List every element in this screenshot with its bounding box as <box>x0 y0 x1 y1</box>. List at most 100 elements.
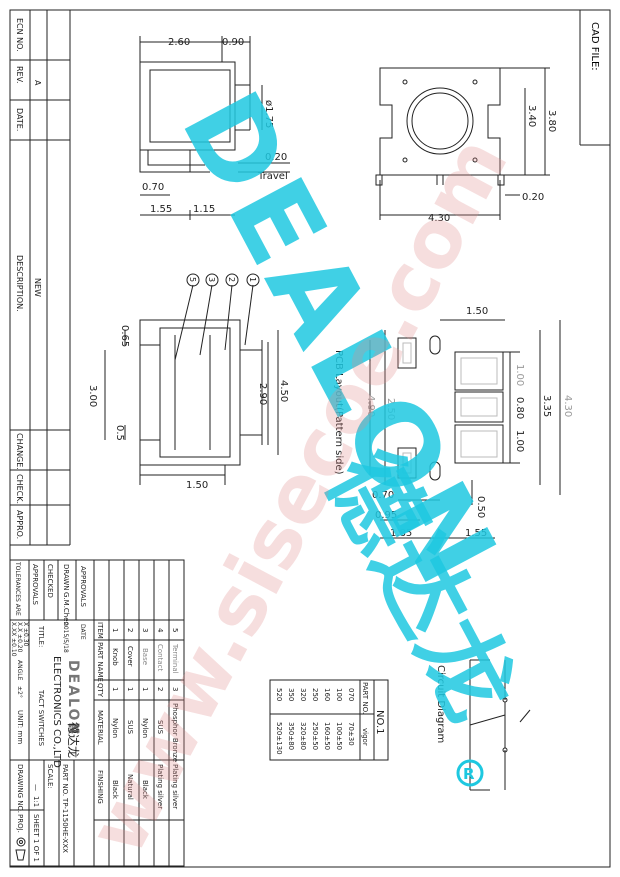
callout-circle-2 <box>225 273 239 287</box>
vigor-row-part: 320 <box>299 688 307 701</box>
pcb-dim-1-55: 1.55 <box>465 528 487 539</box>
bom-row-item: 1 <box>111 628 119 632</box>
callouts: 5 3 2 1 <box>186 273 260 287</box>
company-logo: DEALON 德达龙 ELECTRONICS CO.,LTD <box>51 656 81 768</box>
vigor-row-part: 100 <box>335 688 343 701</box>
bom-header-name: PART NAME <box>96 642 104 682</box>
bom-row-item: 4 <box>156 628 164 633</box>
date-label: DATE <box>79 624 86 640</box>
pcb-dim-1-50: 1.50 <box>466 306 488 317</box>
vigor-row-value: 70±30 <box>347 722 355 746</box>
bom-row-name: Knob <box>111 648 119 666</box>
rev-label: REV. <box>15 66 24 84</box>
bom-row-material: SUS <box>126 720 134 735</box>
bom-row-name: Contact <box>156 644 164 671</box>
callout-3: 3 <box>207 277 216 282</box>
pcb-dim-4-30: 4.30 <box>562 395 573 417</box>
bom-row-qty: 3 <box>171 687 179 691</box>
dim-4-50: 4.50 <box>278 380 289 402</box>
vigor-row-part: 070 <box>347 688 355 701</box>
drawn-by: G.M.Chen <box>62 592 70 626</box>
vigor-row-part: 520 <box>275 688 283 701</box>
travel-label: Travel <box>257 171 288 182</box>
tolerance-row: X ±0.30 <box>22 622 29 647</box>
bom-header-qty: QTY <box>96 683 104 698</box>
drawing-no-value: — <box>32 784 40 791</box>
bom-row-qty: 1 <box>126 687 134 691</box>
bom-row-finish: Natural <box>126 774 134 800</box>
projection-symbol <box>15 837 26 861</box>
dim-1-15: 1.15 <box>193 204 215 215</box>
vigor-row-part: 350 <box>287 688 295 701</box>
vigor-row-value: 320±80 <box>299 722 307 750</box>
change-label: CHANGE. <box>15 433 24 470</box>
angle-value: ±2° <box>16 686 23 698</box>
callout-circle-5 <box>186 273 200 287</box>
dim-1-50: 1.50 <box>186 480 208 491</box>
appro-label: APPRO. <box>15 510 24 539</box>
pcb-layout-title: PCB Layout(Pattern side) <box>333 350 344 475</box>
vigor-header-vigor: vigor <box>361 728 369 746</box>
dim-0-20-front: 0.20 <box>522 192 544 203</box>
cad-file-box: CAD FILE: <box>579 10 610 146</box>
pcb-dim-4-90: 4.90 <box>365 395 376 417</box>
side-view <box>104 284 279 485</box>
callout-1: 1 <box>248 277 257 282</box>
vigor-row-part: 250 <box>311 688 319 701</box>
pcb-dim-0-50: 0.50 <box>475 496 486 518</box>
approvals-label: APPROVALS <box>31 564 39 606</box>
pcb-dim-1-00-a: 1.00 <box>514 364 525 386</box>
bom-row-qty: 2 <box>156 687 164 691</box>
circuit-diagram <box>469 659 531 791</box>
company-logo-text: DEALON <box>65 660 81 736</box>
circuit-diagram-title: Circuit Diagram <box>435 665 446 743</box>
date-label: DATE. <box>15 108 24 131</box>
bom-row-qty: 1 <box>141 687 149 691</box>
vigor-row-value: 350±80 <box>287 722 295 750</box>
dim-1-55: 1.55 <box>150 204 172 215</box>
vigor-row-value: 250±50 <box>311 722 319 750</box>
dim-2-60: 2.60 <box>168 37 190 48</box>
title-block: 5 Terminal 3 Phosphor Bronze Plating sil… <box>9 559 185 867</box>
cad-file-label: CAD FILE: <box>589 22 600 71</box>
dim-0-90: 0.90 <box>222 37 244 48</box>
bom-row-finish: Plating silver <box>156 764 164 809</box>
bom-row-finish: Plating silver <box>171 764 179 809</box>
vigor-row-value: 520±130 <box>275 722 283 755</box>
scale-value: 1:1 <box>32 796 40 807</box>
front-view <box>375 67 550 220</box>
ecn-label: ECN NO. <box>15 18 24 52</box>
tolerance-row: X.XX ±0.10 <box>10 622 17 657</box>
bom-header-item: ITEM <box>96 622 104 639</box>
company-name: ELECTRONICS CO.,LTD <box>51 656 62 768</box>
sheet-label: SHEET 1 OF 1 <box>32 814 40 862</box>
tolerance-row: X.X ±0.20 <box>16 622 23 653</box>
revision-block <box>10 10 71 546</box>
bom-row-finish: Black <box>111 780 119 800</box>
dim-0-5: 0.5 <box>114 425 125 441</box>
pcb-dim-0-70: 0.70 <box>372 490 394 501</box>
dim-2-90: 2.90 <box>257 383 268 405</box>
bom-row-item: 3 <box>141 628 149 632</box>
pcb-dim-0-95: 0.95 <box>375 510 397 521</box>
dim-0-70: 0.70 <box>142 182 164 193</box>
dim-3-00: 3.00 <box>87 385 98 407</box>
bom-row-name: Terminal <box>171 643 179 674</box>
bom-row-item: 5 <box>171 628 179 632</box>
vigor-row-part: 160 <box>323 688 331 701</box>
company-logo-cn: 德达龙 <box>66 722 81 758</box>
dim-3-80: 3.80 <box>546 110 557 132</box>
pcb-dim-0-80: 0.80 <box>514 397 525 419</box>
vigor-header-part: PART NO. <box>361 682 369 714</box>
proj-label: PROJ. <box>16 814 24 833</box>
pcb-dim-2-50: 2.50 <box>385 398 396 420</box>
description-label: DESCRIPTION. <box>15 255 24 312</box>
vigor-row-value: 100±50 <box>335 722 343 750</box>
pcb-dim-3-35: 3.35 <box>541 395 552 417</box>
bom-header-finish: FINSHING <box>96 770 104 804</box>
vigor-row-value: 160±50 <box>323 722 331 750</box>
pcb-layout <box>369 319 561 539</box>
pcb-dim-1-00-b: 1.00 <box>514 430 525 452</box>
registered-mark: R <box>463 765 475 783</box>
